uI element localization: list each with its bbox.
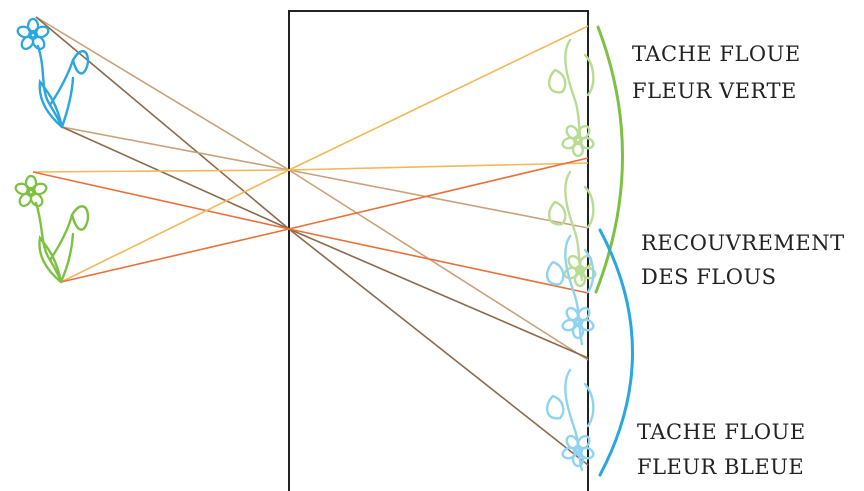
- ray-blue-top-continue-2: [288, 228, 589, 466]
- ray-green-top-to-lower-hole: [32, 171, 290, 230]
- overlap-label-line2: DES FLOUS: [641, 265, 777, 289]
- green-blur-label-line1: TACHE FLOUE: [632, 42, 801, 66]
- ray-green-top-continue: [288, 162, 589, 171]
- blue-blur-label-line1: TACHE FLOUE: [637, 420, 806, 444]
- ray-blue-top-to-upper-hole: [35, 16, 290, 171]
- ray-blue-bottom-continue: [288, 169, 589, 229]
- ray-blue-bottom-to-lower-hole: [61, 126, 290, 230]
- ray-blue-top-to-lower-hole: [35, 16, 290, 230]
- overlap-label-line1: RECOUVREMENT: [641, 231, 845, 255]
- ray-blue-bottom-to-upper-hole: [61, 126, 290, 171]
- green-flower-blur-image: [547, 38, 598, 288]
- ray-green-bottom-to-upper-hole: [60, 169, 290, 283]
- blue-blur-label-line2: FLEUR BLEUE: [637, 455, 804, 479]
- green-flower-object: [13, 174, 90, 284]
- ray-green-bottom-continue-2: [288, 157, 589, 230]
- blue-flower-blur-image: [545, 234, 596, 472]
- camera-box: [288, 10, 589, 491]
- flower-icon: [13, 174, 49, 210]
- green-flower-stem: [34, 201, 90, 284]
- ray-green-bottom-to-lower-hole: [60, 228, 290, 283]
- ray-green-top-to-upper-hole: [32, 169, 290, 173]
- ray-green-top-continue-2: [288, 228, 589, 294]
- ray-blue-bottom-continue-2: [288, 228, 589, 359]
- green-blur-label-line2: FLEUR VERTE: [632, 79, 797, 103]
- blue-flower-object: [15, 17, 90, 129]
- light-rays: [32, 16, 589, 466]
- ray-blue-top-continue: [288, 169, 589, 361]
- blue-blur-bracket: [598, 228, 634, 477]
- blue-flower-stem: [36, 44, 90, 129]
- ray-green-bottom-continue: [288, 25, 589, 171]
- green-blur-bracket: [594, 25, 624, 294]
